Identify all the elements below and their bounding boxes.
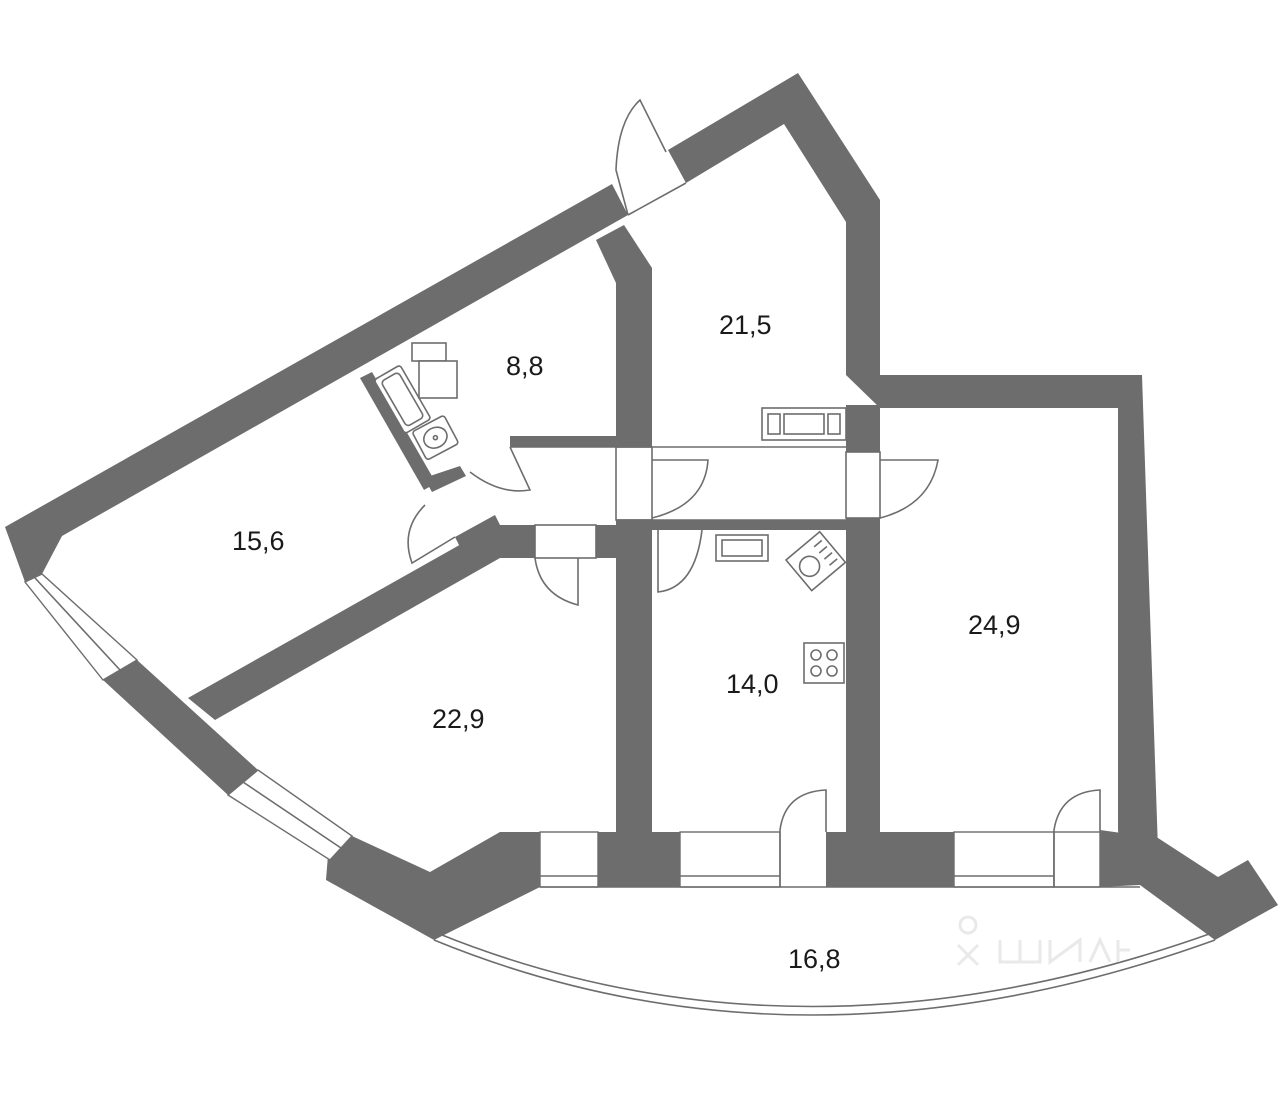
wall-top-right (668, 73, 880, 375)
door-bedroom-balcony (1053, 789, 1101, 887)
area-label-bedroom-right: 24,9 (968, 610, 1021, 640)
door-hallway-left (651, 459, 709, 519)
sink-icon (412, 415, 459, 460)
watermark-icon (956, 915, 1130, 967)
door-hallway-right (879, 459, 939, 519)
door-room-15-6 (407, 504, 456, 565)
door-bathroom (469, 446, 532, 492)
kitchen-sink-icon (784, 530, 847, 592)
toilet-icon (411, 342, 458, 399)
wall-top-left (5, 184, 628, 582)
door-entrance (615, 98, 667, 216)
door-kitchen-balcony (779, 789, 827, 887)
door-frame-right (1053, 831, 1101, 888)
wall-left-stub (103, 660, 258, 795)
area-label-bedroom-left: 22,9 (432, 704, 485, 734)
window-bottom-3 (953, 831, 1055, 888)
fixtures (374, 342, 847, 684)
area-labels: 15,6 8,8 21,5 22,9 14,0 24,9 16,8 (232, 310, 1021, 974)
area-label-kitchen: 14,0 (726, 669, 779, 699)
windows (23, 573, 1101, 888)
shelf-icon (761, 407, 847, 441)
stove-icon (803, 642, 845, 684)
area-label-hallway: 21,5 (719, 310, 772, 340)
wall-post-2 (826, 832, 954, 887)
walls (5, 73, 1278, 940)
wall-bathroom-left (360, 372, 436, 490)
balcony-inner-line (436, 932, 1213, 1008)
wall-right-top (846, 375, 1140, 408)
wall-right-outer (1118, 375, 1158, 850)
wall-kitchen-top (652, 520, 846, 530)
kitchen-counter (715, 534, 769, 562)
wall-stub-door (455, 515, 500, 547)
window-bottom-2 (679, 831, 781, 888)
area-label-living-room-left: 15,6 (232, 526, 285, 556)
door-kitchen (657, 529, 703, 593)
wall-bottom-left (326, 830, 540, 940)
door-room-22-9 (534, 557, 579, 607)
wall-post-1 (598, 832, 680, 887)
wall-kitchen-left (616, 520, 652, 832)
wall-hallway-right (846, 405, 880, 452)
wall-stub-mid (596, 525, 616, 558)
area-label-bathroom: 8,8 (506, 351, 544, 381)
wall-bathroom-bottom (510, 436, 616, 447)
wall-hallway-left (596, 225, 652, 447)
doors (407, 98, 1101, 887)
wall-bottom-right-wing (1100, 830, 1278, 940)
bathtub-icon (374, 365, 431, 434)
area-label-balcony: 16,8 (788, 944, 841, 974)
balcony-outline (433, 939, 1216, 1016)
wall-bathroom-inner (424, 466, 466, 492)
window-bottom-1 (539, 831, 599, 888)
wall-diagonal-middle (188, 525, 535, 720)
wall-kitchen-right (846, 518, 880, 832)
